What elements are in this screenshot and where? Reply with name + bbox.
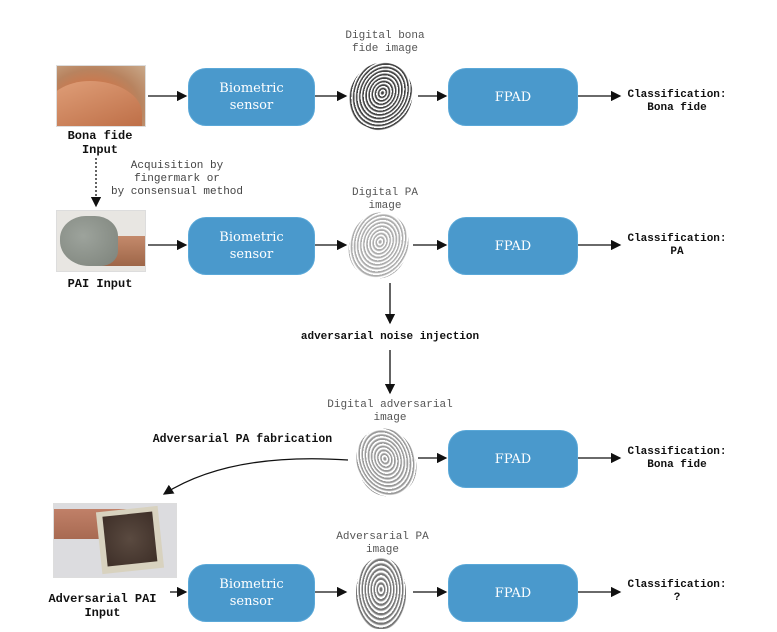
pai-input-label: PAI Input (67, 277, 133, 291)
arrow-fabrication (162, 458, 349, 495)
adversarial-pa-fingerprint-icon (356, 557, 406, 629)
adversarial-pai-photo (53, 503, 177, 578)
fpad-box-3: FPAD (448, 430, 578, 488)
fpad-box-2: FPAD (448, 217, 578, 275)
digital-adversarial-image-label: Digital adversarial image (327, 399, 453, 424)
classification-label-1: Classification: Bona fide (627, 89, 727, 114)
adversarial-pa-image-label: Adversarial PA image (336, 531, 429, 556)
fpad-label: FPAD (494, 585, 532, 601)
sensor-label: Biometric sensor (219, 577, 284, 609)
bona-fide-finger-photo (56, 65, 146, 127)
digital-pa-image-label: Digital PA image (351, 187, 418, 212)
fpad-label: FPAD (494, 238, 532, 254)
fpad-label: FPAD (494, 451, 532, 467)
acquisition-label: Acquisition by fingermark or by consensu… (110, 160, 244, 198)
fpad-box-1: FPAD (448, 68, 578, 126)
sensor-label: Biometric sensor (219, 230, 284, 262)
pai-glove-photo (56, 210, 146, 272)
fpad-label: FPAD (494, 89, 532, 105)
classification-label-3: Classification: Bona fide (627, 446, 727, 471)
biometric-sensor-box-1: Biometric sensor (188, 68, 315, 126)
fpad-box-4: FPAD (448, 564, 578, 622)
noise-injection-label: adversarial noise injection (300, 331, 480, 343)
classification-label-4: Classification: ? (627, 579, 727, 604)
biometric-sensor-box-2: Biometric sensor (188, 217, 315, 275)
adversarial-pai-input-label: Adversarial PAI Input (48, 592, 157, 620)
sensor-label: Biometric sensor (219, 81, 284, 113)
bona-fide-input-label: Bona fide Input (67, 129, 133, 157)
fabrication-label: Adversarial PA fabrication (152, 433, 333, 446)
classification-label-2: Classification: PA (627, 233, 727, 258)
biometric-sensor-box-4: Biometric sensor (188, 564, 315, 622)
digital-bona-fide-image-label: Digital bona fide image (345, 30, 425, 55)
